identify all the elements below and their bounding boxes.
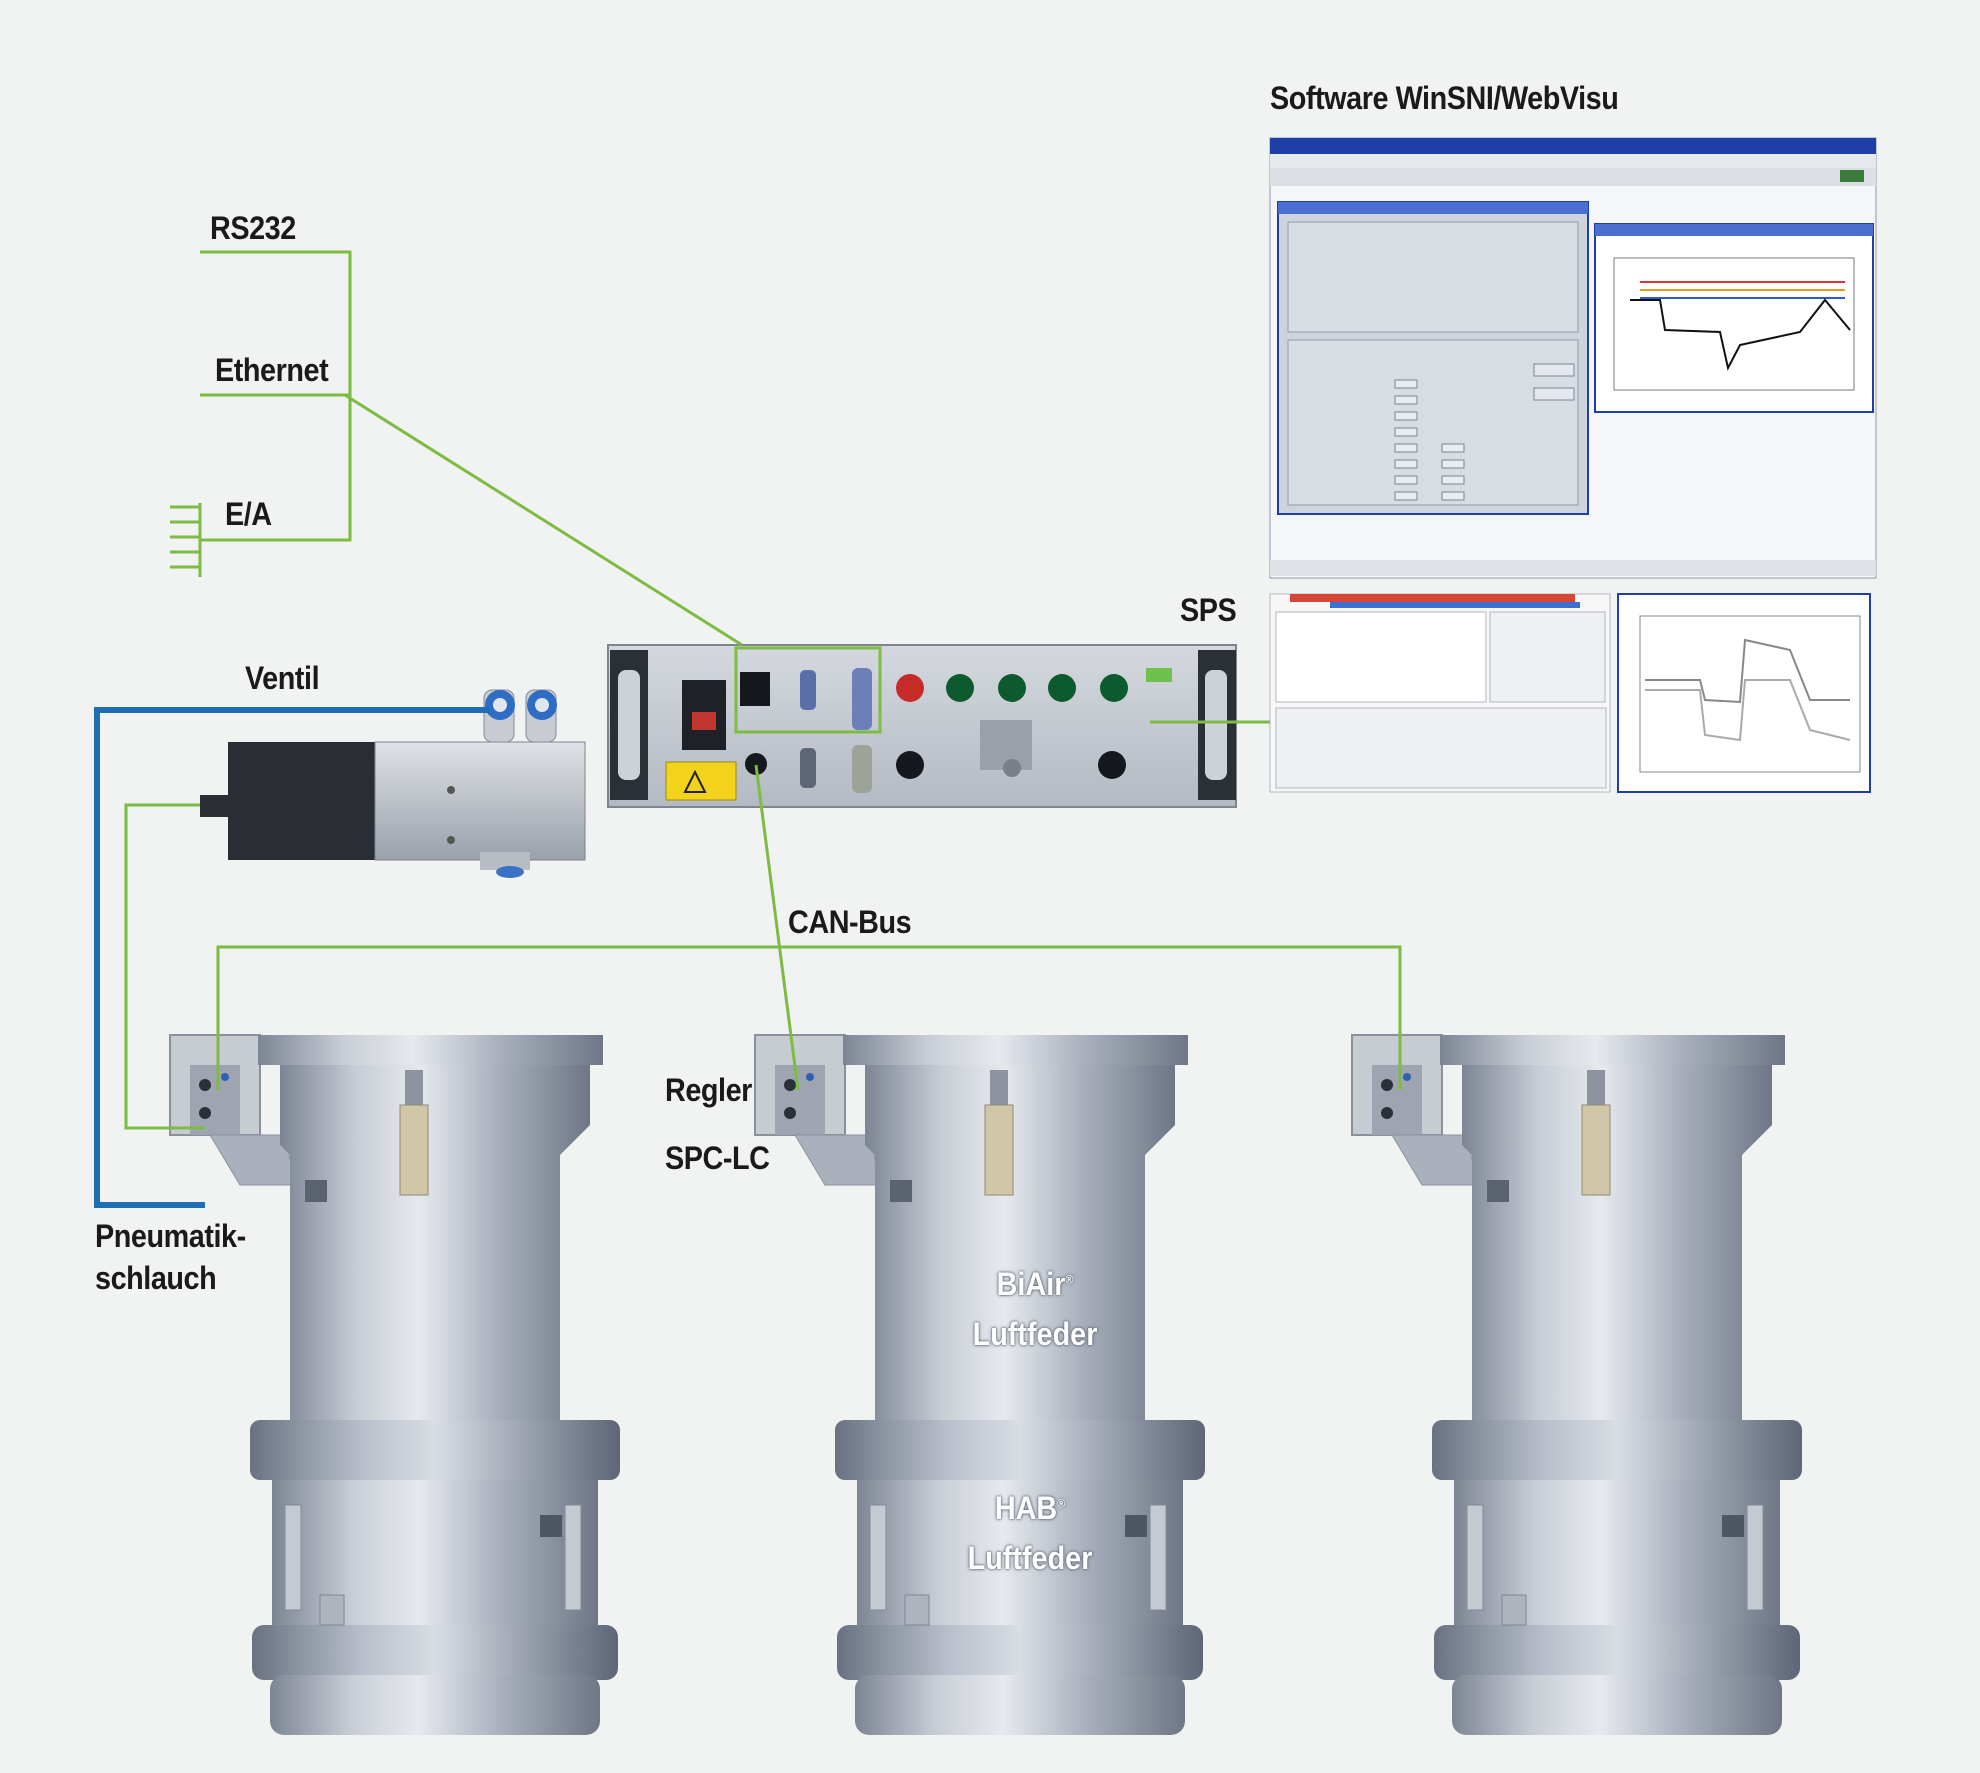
settings-fields [1394,379,1465,501]
hab-registered-mark: ® [1057,1496,1066,1511]
led-green-1 [946,674,974,702]
label-software: Software WinSNI/WebVisu [1270,80,1619,116]
label-hab-luftfeder: Luftfeder [967,1540,1093,1576]
led-green-3 [1048,674,1076,702]
air-spring-right [1351,1034,1803,1736]
power-switch [692,712,716,730]
main-window-toolbar [1270,168,1876,186]
valve-connector [200,795,230,817]
fitting-hole-1 [493,698,507,712]
webvisu-bar-red [1290,594,1575,602]
port-3 [852,745,872,793]
label-biair-luftfeder: Luftfeder [972,1316,1098,1352]
can-bus-line [216,945,1402,1090]
sps-panel [607,644,1237,808]
label-biair: BiAir® [963,1266,1107,1303]
settings-button-1 [1533,363,1575,377]
io-port [852,668,872,730]
air-spring-center [754,1034,1206,1736]
valve-body [374,741,586,861]
valve-screw-1 [447,786,455,794]
ethernet-port [740,672,770,706]
main-window-statusbar [1270,560,1876,576]
ethernet-to-sps [344,393,743,647]
hab-text: HAB [994,1490,1058,1526]
webvisu-panel-2 [1489,611,1606,703]
button-black-2 [1098,751,1126,779]
air-spring-left [169,1034,621,1736]
rs232-port [800,670,816,710]
label-spc-lc: SPC-LC [665,1140,770,1176]
sps-handle-right-bar [1205,670,1227,780]
label-pneumatik-2: schlauch [95,1260,217,1296]
label-rs232: RS232 [210,210,296,246]
biair-text: BiAir [996,1266,1066,1302]
can-port [745,753,767,775]
chart-line-black [1630,298,1851,371]
valve-outlet [480,852,530,870]
label-regler: Regler [665,1072,752,1108]
webvisu-chart-area [1639,615,1861,773]
button-black-1 [896,751,924,779]
settings-group-top [1287,221,1579,333]
connections [94,250,1402,1208]
led-green-4 [1100,674,1128,702]
label-ventil: Ventil [245,660,320,696]
status-label-green [1146,668,1172,682]
settings-button-2 [1533,387,1575,401]
valve-outlet-ring [496,866,524,878]
sps-highlight-box [734,646,882,734]
warning-label [665,761,737,801]
valve [200,689,586,878]
webvisu-bar-blue [1330,602,1580,608]
ea-terminal-icon [170,503,202,577]
main-window-titlebar [1270,138,1876,154]
label-sps: SPS [1180,592,1237,628]
label-ethernet: Ethernet [215,352,329,388]
label-can-bus: CAN-Bus [788,904,912,940]
main-window-menubar [1270,154,1876,168]
child-window-settings-title [1278,202,1588,214]
warning-icon [683,769,707,793]
webvisu-chart-line [1645,638,1850,704]
valve-coil [228,742,378,860]
can-bus-drop [754,764,800,1091]
toolbar-logo [1840,170,1864,182]
label-ea: E/A [225,496,272,532]
fitting-hole-2 [535,698,549,712]
led-red [896,674,924,702]
webvisu-panel-3 [1275,707,1607,789]
webvisu-chart-line-2 [1645,679,1851,742]
led-green-2 [998,674,1026,702]
pneumatic-hose [94,707,490,1208]
rotary-switch [1003,759,1021,777]
child-window-chart-title [1595,224,1873,236]
sps-handle-left-bar [618,670,640,780]
chart-plot-area [1613,257,1855,391]
valve-screw-2 [447,836,455,844]
settings-group-bottom [1287,339,1579,506]
valve-signal-line [124,803,205,1130]
label-pneumatik-1: Pneumatik- [95,1218,246,1254]
label-hab: HAB® [958,1490,1102,1527]
biair-registered-mark: ® [1065,1272,1074,1287]
software-screens [1269,137,1877,793]
port-2 [800,748,816,788]
webvisu-panel-1 [1275,611,1487,703]
